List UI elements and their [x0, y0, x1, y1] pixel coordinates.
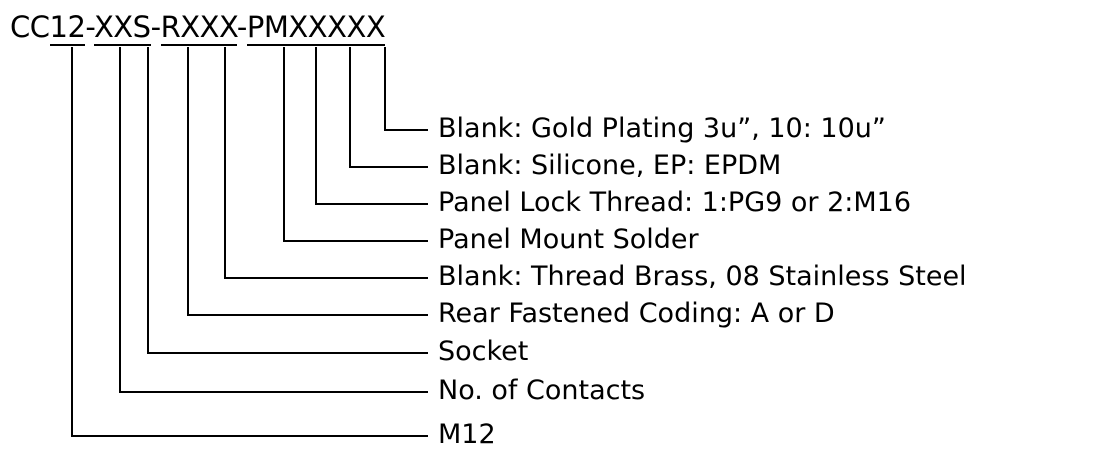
code-coding: RXXX: [160, 10, 237, 46]
code-prefix: CC: [10, 10, 50, 44]
label-seal: Blank: Silicone, EP: EPDM: [438, 149, 782, 181]
leader-line: [119, 47, 428, 393]
leader-line: [71, 47, 428, 437]
part-code: CC12-XXS-RXXX-PMXXXXX: [10, 10, 386, 46]
label-panel-lock-thread: Panel Lock Thread: 1:PG9 or 2:M16: [438, 186, 912, 218]
leader-line: [187, 47, 428, 316]
code-dash: -: [150, 10, 161, 44]
label-coding: Rear Fastened Coding: A or D: [438, 297, 835, 329]
code-mount: PMXXXXX: [246, 10, 386, 46]
label-panel-mount: Panel Mount Solder: [438, 223, 699, 255]
code-size: 12: [49, 10, 86, 46]
leader-line: [283, 47, 428, 242]
code-contacts: XXS: [93, 10, 151, 46]
leader-line: [315, 47, 428, 205]
label-thread-material: Blank: Thread Brass, 08 Stainless Steel: [438, 260, 967, 292]
label-socket: Socket: [438, 335, 529, 367]
label-plating: Blank: Gold Plating 3u”, 10: 10u”: [438, 112, 886, 144]
label-size: M12: [438, 418, 496, 450]
leader-line: [384, 47, 428, 131]
code-dash: -: [236, 10, 247, 44]
code-dash: -: [85, 10, 94, 44]
leader-line: [349, 47, 428, 168]
leader-line: [147, 47, 428, 354]
leader-line: [224, 47, 428, 279]
label-contacts: No. of Contacts: [438, 374, 646, 406]
